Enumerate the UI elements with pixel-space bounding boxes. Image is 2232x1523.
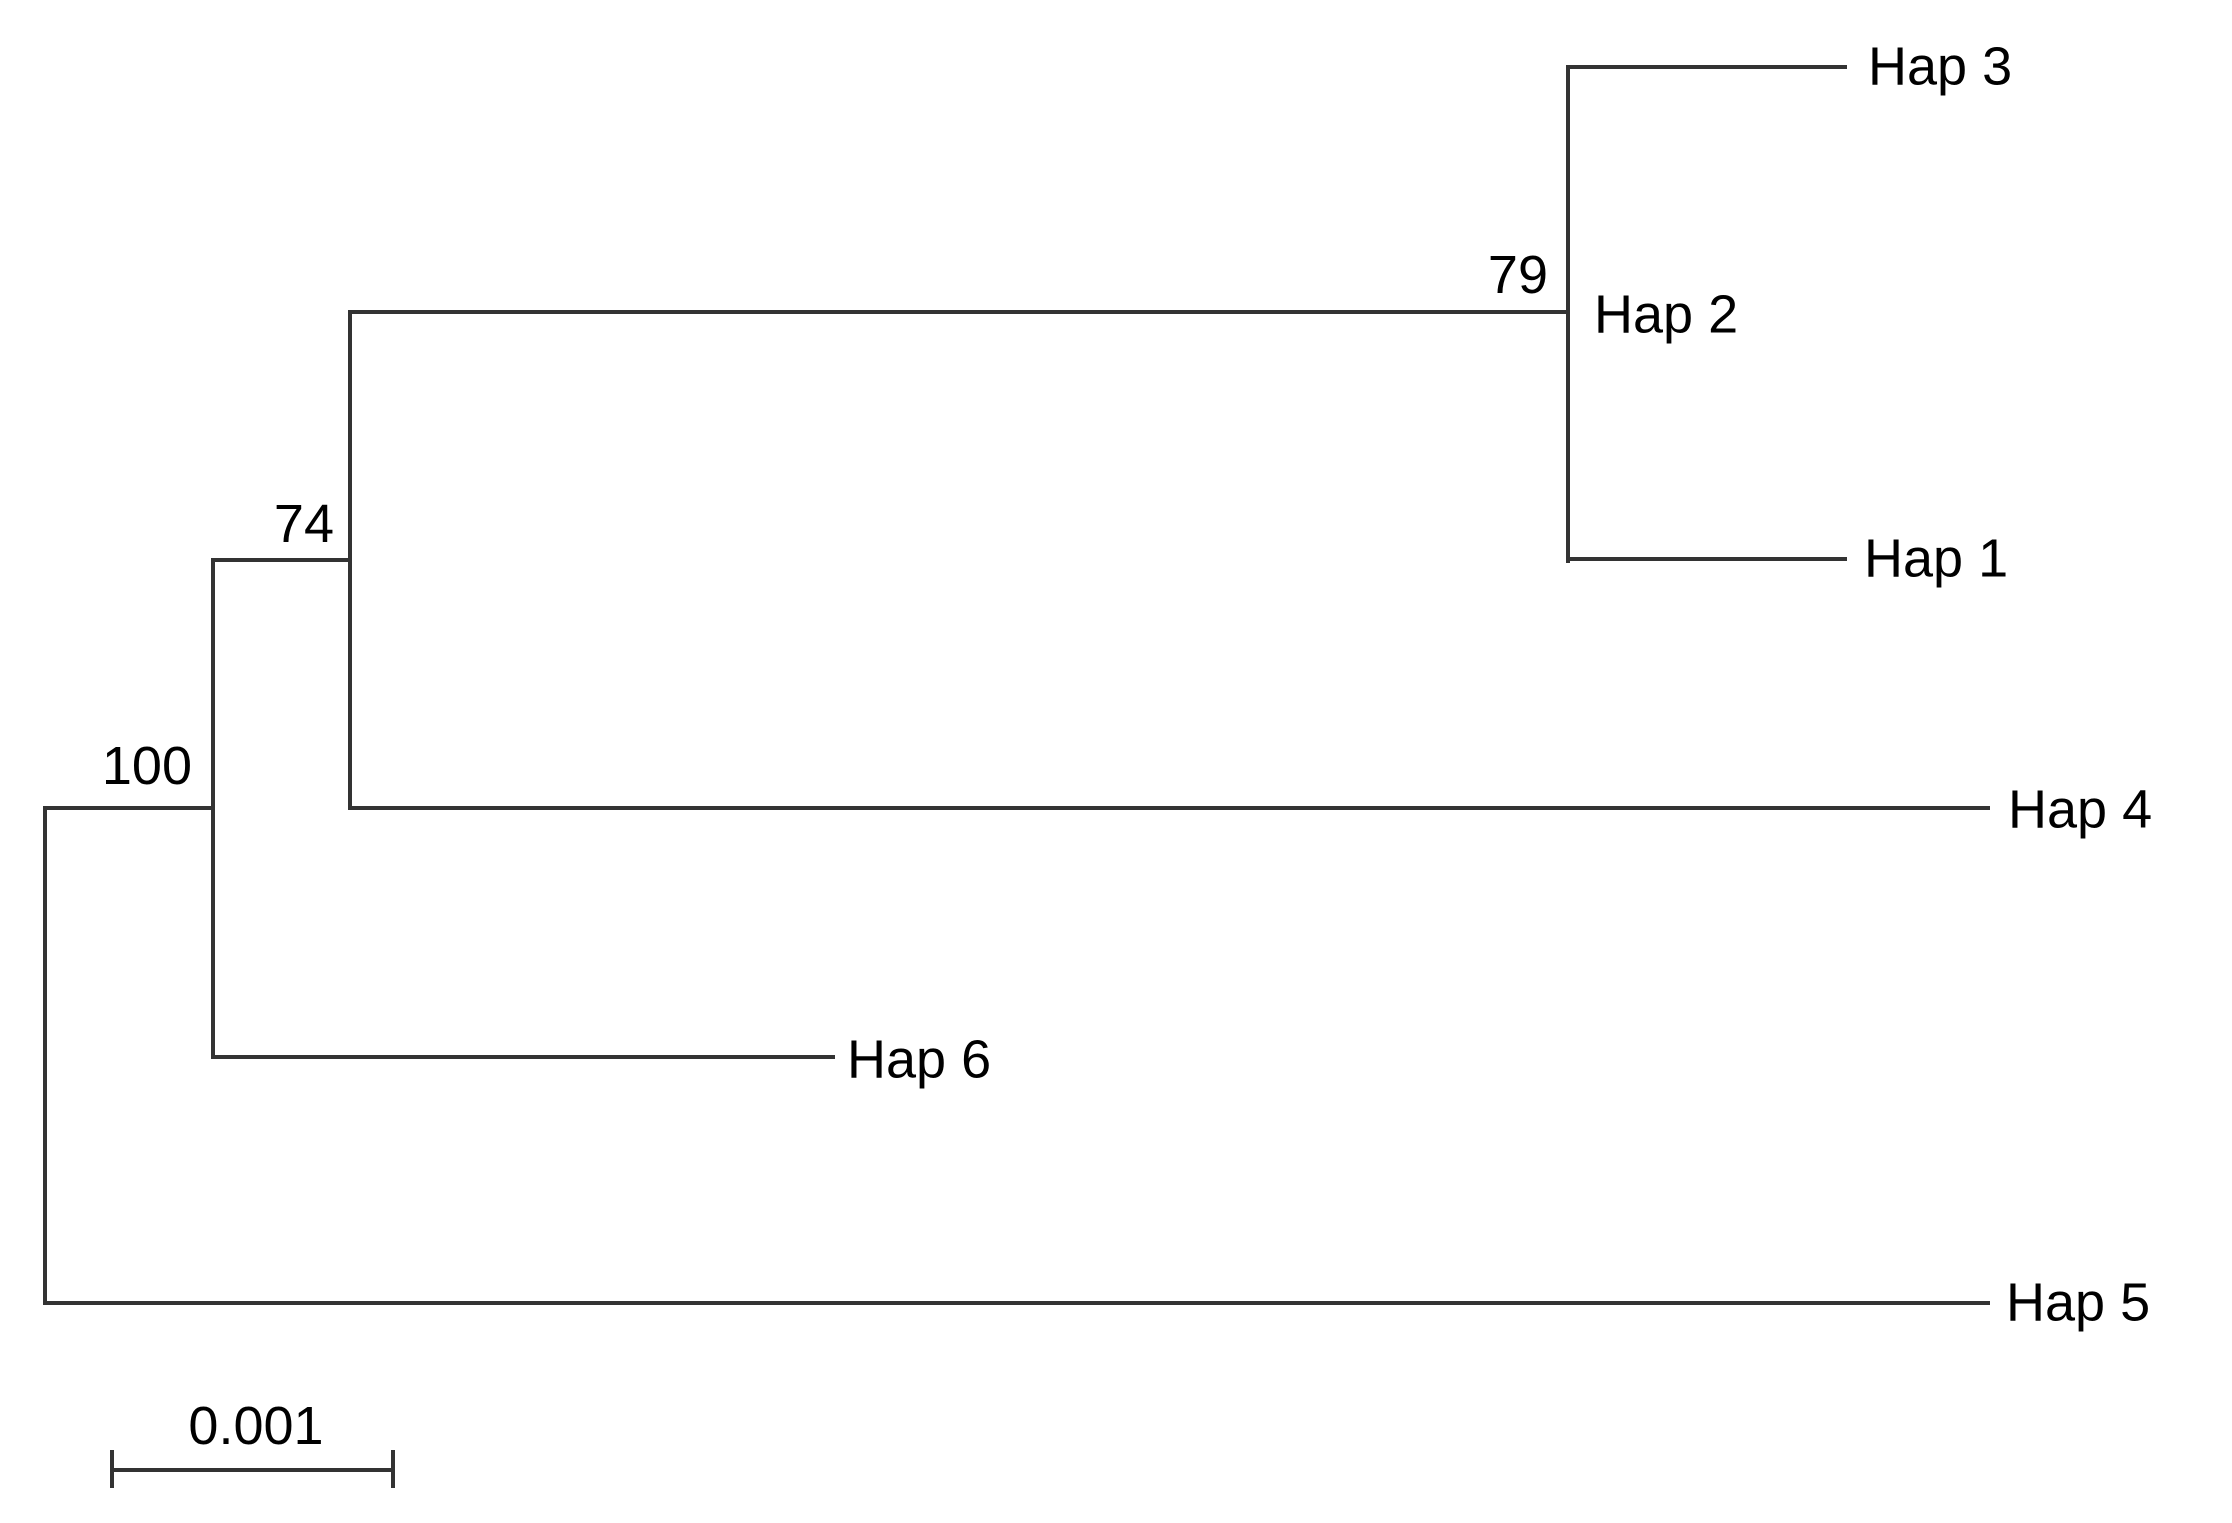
tip-label-hap-2: Hap 2	[1594, 284, 1739, 345]
bootstrap-label-79: 79	[1487, 245, 1548, 305]
branch-clade79	[348, 310, 1570, 314]
scale-bar-tick-left	[110, 1450, 114, 1488]
branch-hap3	[1566, 65, 1847, 69]
branch-clade100	[43, 806, 215, 810]
branch-hap1	[1566, 557, 1847, 561]
tip-label-hap-1: Hap 1	[1864, 528, 2009, 589]
scale-bar-tick-right	[391, 1450, 395, 1488]
tip-label-hap-4: Hap 4	[2008, 779, 2153, 840]
root-vertical	[43, 806, 47, 1305]
branch-hap6	[211, 1055, 835, 1059]
scale-bar-label: 0.001	[188, 1396, 324, 1456]
bootstrap-label-74: 74	[273, 494, 334, 554]
branch-hap4	[348, 806, 1990, 810]
tip-label-hap-6: Hap 6	[847, 1029, 992, 1090]
node79-vertical	[1566, 65, 1570, 563]
scale-bar-line	[112, 1468, 393, 1472]
tip-label-hap-3: Hap 3	[1868, 36, 2013, 97]
tip-label-hap-5: Hap 5	[2006, 1272, 2151, 1333]
branch-clade74	[211, 558, 352, 562]
bootstrap-label-100: 100	[101, 736, 192, 796]
branch-hap5	[43, 1301, 1990, 1305]
